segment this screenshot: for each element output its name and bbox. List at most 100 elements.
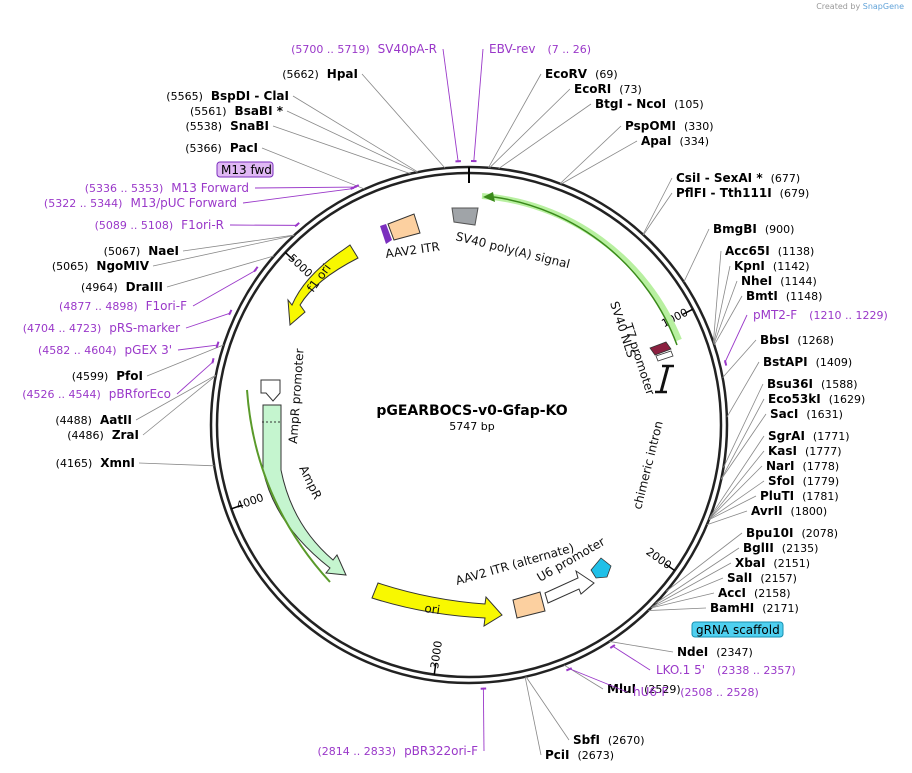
site-name-12: BbsI <box>760 333 789 347</box>
site-pos-25: (2151) <box>773 557 810 570</box>
site-name-39: NaeI <box>148 244 179 258</box>
primer-label-9: F1ori-F(4877 .. 4898) <box>59 299 187 313</box>
chimeric-intron-bar <box>659 365 670 393</box>
primer-label-5: pBR322ori-F(2814 .. 2833) <box>318 744 479 758</box>
site-connector-23 <box>665 532 743 592</box>
site-connector-26 <box>650 577 724 609</box>
snapgene-logo: SnapGene <box>862 2 904 11</box>
site-connector-42 <box>286 110 418 173</box>
site-pos-7: (900) <box>765 223 795 236</box>
label-ampr: AmpR <box>296 463 324 501</box>
site-connector-31 <box>525 676 570 741</box>
ori-arrow[interactable] <box>371 582 503 627</box>
sv40-polya-arrowhead <box>483 192 495 202</box>
grna-scaffold-feature[interactable] <box>590 557 612 579</box>
site-pos-18: (1777) <box>805 445 842 458</box>
primer-name-10: F1ori-R <box>181 218 224 232</box>
site-connector-17 <box>709 435 765 518</box>
label-ampr-promoter: AmpR promoter <box>286 348 307 444</box>
primer-name-1: EBV-rev <box>489 42 535 56</box>
site-pos-35: (4486) <box>67 429 104 442</box>
t7-promoter-feature[interactable] <box>655 350 674 362</box>
site-connector-39 <box>182 234 295 252</box>
primer-mark-10 <box>294 222 300 228</box>
aav2-itr-alternate-feature[interactable] <box>512 591 546 619</box>
site-pos-5: (677) <box>771 172 801 185</box>
tick-label-4000: 4000 <box>235 491 266 513</box>
ampr-promoter-arrow[interactable] <box>260 379 281 402</box>
site-connector-22 <box>706 510 748 526</box>
site-pos-9: (1142) <box>773 260 810 273</box>
site-connector-19 <box>708 465 763 520</box>
grna-scaffold-box[interactable] <box>691 621 784 638</box>
label-aav2-itr: AAV2 ITR <box>384 239 440 260</box>
primer-label-12: M13 Forward(5336 .. 5353) <box>85 181 249 195</box>
site-name-40: PacI <box>230 141 258 155</box>
site-name-8: Acc65I <box>725 244 770 258</box>
site-pos-43: (5565) <box>166 90 203 103</box>
site-pos-36: (4599) <box>72 370 109 383</box>
primer-connector-4 <box>568 667 628 693</box>
site-name-34: AatII <box>100 413 132 427</box>
site-pos-4: (334) <box>679 135 709 148</box>
site-pos-0: (69) <box>595 68 618 81</box>
site-name-29: NdeI <box>677 645 708 659</box>
site-connector-6 <box>643 192 673 236</box>
site-connector-9 <box>713 265 731 344</box>
primer-mark-6 <box>211 358 215 364</box>
snapgene-credit: Created by SnapGene <box>816 2 904 11</box>
site-name-27: AccI <box>718 586 746 600</box>
primer-range-9: (4877 .. 4898) <box>59 300 138 313</box>
site-pos-14: (1588) <box>821 378 858 391</box>
site-pos-33: (4165) <box>56 457 93 470</box>
site-connector-24 <box>655 547 740 604</box>
site-connector-18 <box>709 450 765 520</box>
ampr-green-line <box>246 389 331 583</box>
f1-ori-arrow[interactable] <box>287 244 359 327</box>
primer-connector-0 <box>442 48 459 163</box>
site-pos-20: (1779) <box>803 475 840 488</box>
primer-label-6: pBRforEco(4526 .. 4544) <box>22 387 171 401</box>
site-connector-20 <box>708 480 765 520</box>
grna-scaffold-label: gRNA scaffold <box>696 623 780 637</box>
primer-connector-1 <box>473 48 484 163</box>
m13-fwd-box[interactable] <box>216 161 274 178</box>
site-pos-27: (2158) <box>754 587 791 600</box>
site-pos-34: (4488) <box>55 414 92 427</box>
site-pos-24: (2135) <box>782 542 819 555</box>
site-connector-13 <box>726 361 760 418</box>
tick-label-5000: 5000 <box>286 251 315 280</box>
primer-name-11: M13/pUC Forward <box>130 196 237 210</box>
site-name-14: Bsu36I <box>767 377 813 391</box>
site-name-25: XbaI <box>735 556 765 570</box>
site-connector-16 <box>720 413 767 480</box>
sv40-polya-highlight <box>481 193 682 342</box>
site-name-30: MluI <box>607 682 636 696</box>
aav2-itr-feature[interactable] <box>387 213 421 241</box>
site-name-23: Bpu10I <box>746 526 793 540</box>
tick-mark-2000 <box>665 563 676 572</box>
site-pos-21: (1781) <box>802 490 839 503</box>
site-pos-1: (73) <box>619 83 642 96</box>
site-pos-28: (2171) <box>762 602 799 615</box>
site-connector-33 <box>138 462 215 467</box>
site-name-10: NheI <box>741 274 772 288</box>
sv40-nls-feature[interactable] <box>649 341 672 356</box>
primer-label-1: EBV-rev(7 .. 26) <box>489 42 591 56</box>
primer-label-4: hU6-F(2508 .. 2528) <box>633 685 759 699</box>
site-pos-38: (5065) <box>52 260 89 273</box>
primer-range-5: (2814 .. 2833) <box>318 745 397 758</box>
site-connector-36 <box>146 344 224 377</box>
primer-mark-7 <box>215 341 220 349</box>
primer-label-8: pRS-marker(4704 .. 4723) <box>23 321 180 335</box>
primer-range-6: (4526 .. 4544) <box>22 388 101 401</box>
site-name-43: BspDI - ClaI <box>211 89 289 103</box>
primer-mark-4 <box>565 667 573 672</box>
u6-promoter-arrow[interactable] <box>544 569 595 604</box>
site-pos-13: (1409) <box>816 356 853 369</box>
site-connector-38 <box>152 235 295 267</box>
site-name-42: BsaBI * <box>235 104 284 118</box>
label-chimeric-intron: chimeric intron <box>630 419 665 510</box>
m13-fwd-label: M13 fwd <box>221 163 272 177</box>
